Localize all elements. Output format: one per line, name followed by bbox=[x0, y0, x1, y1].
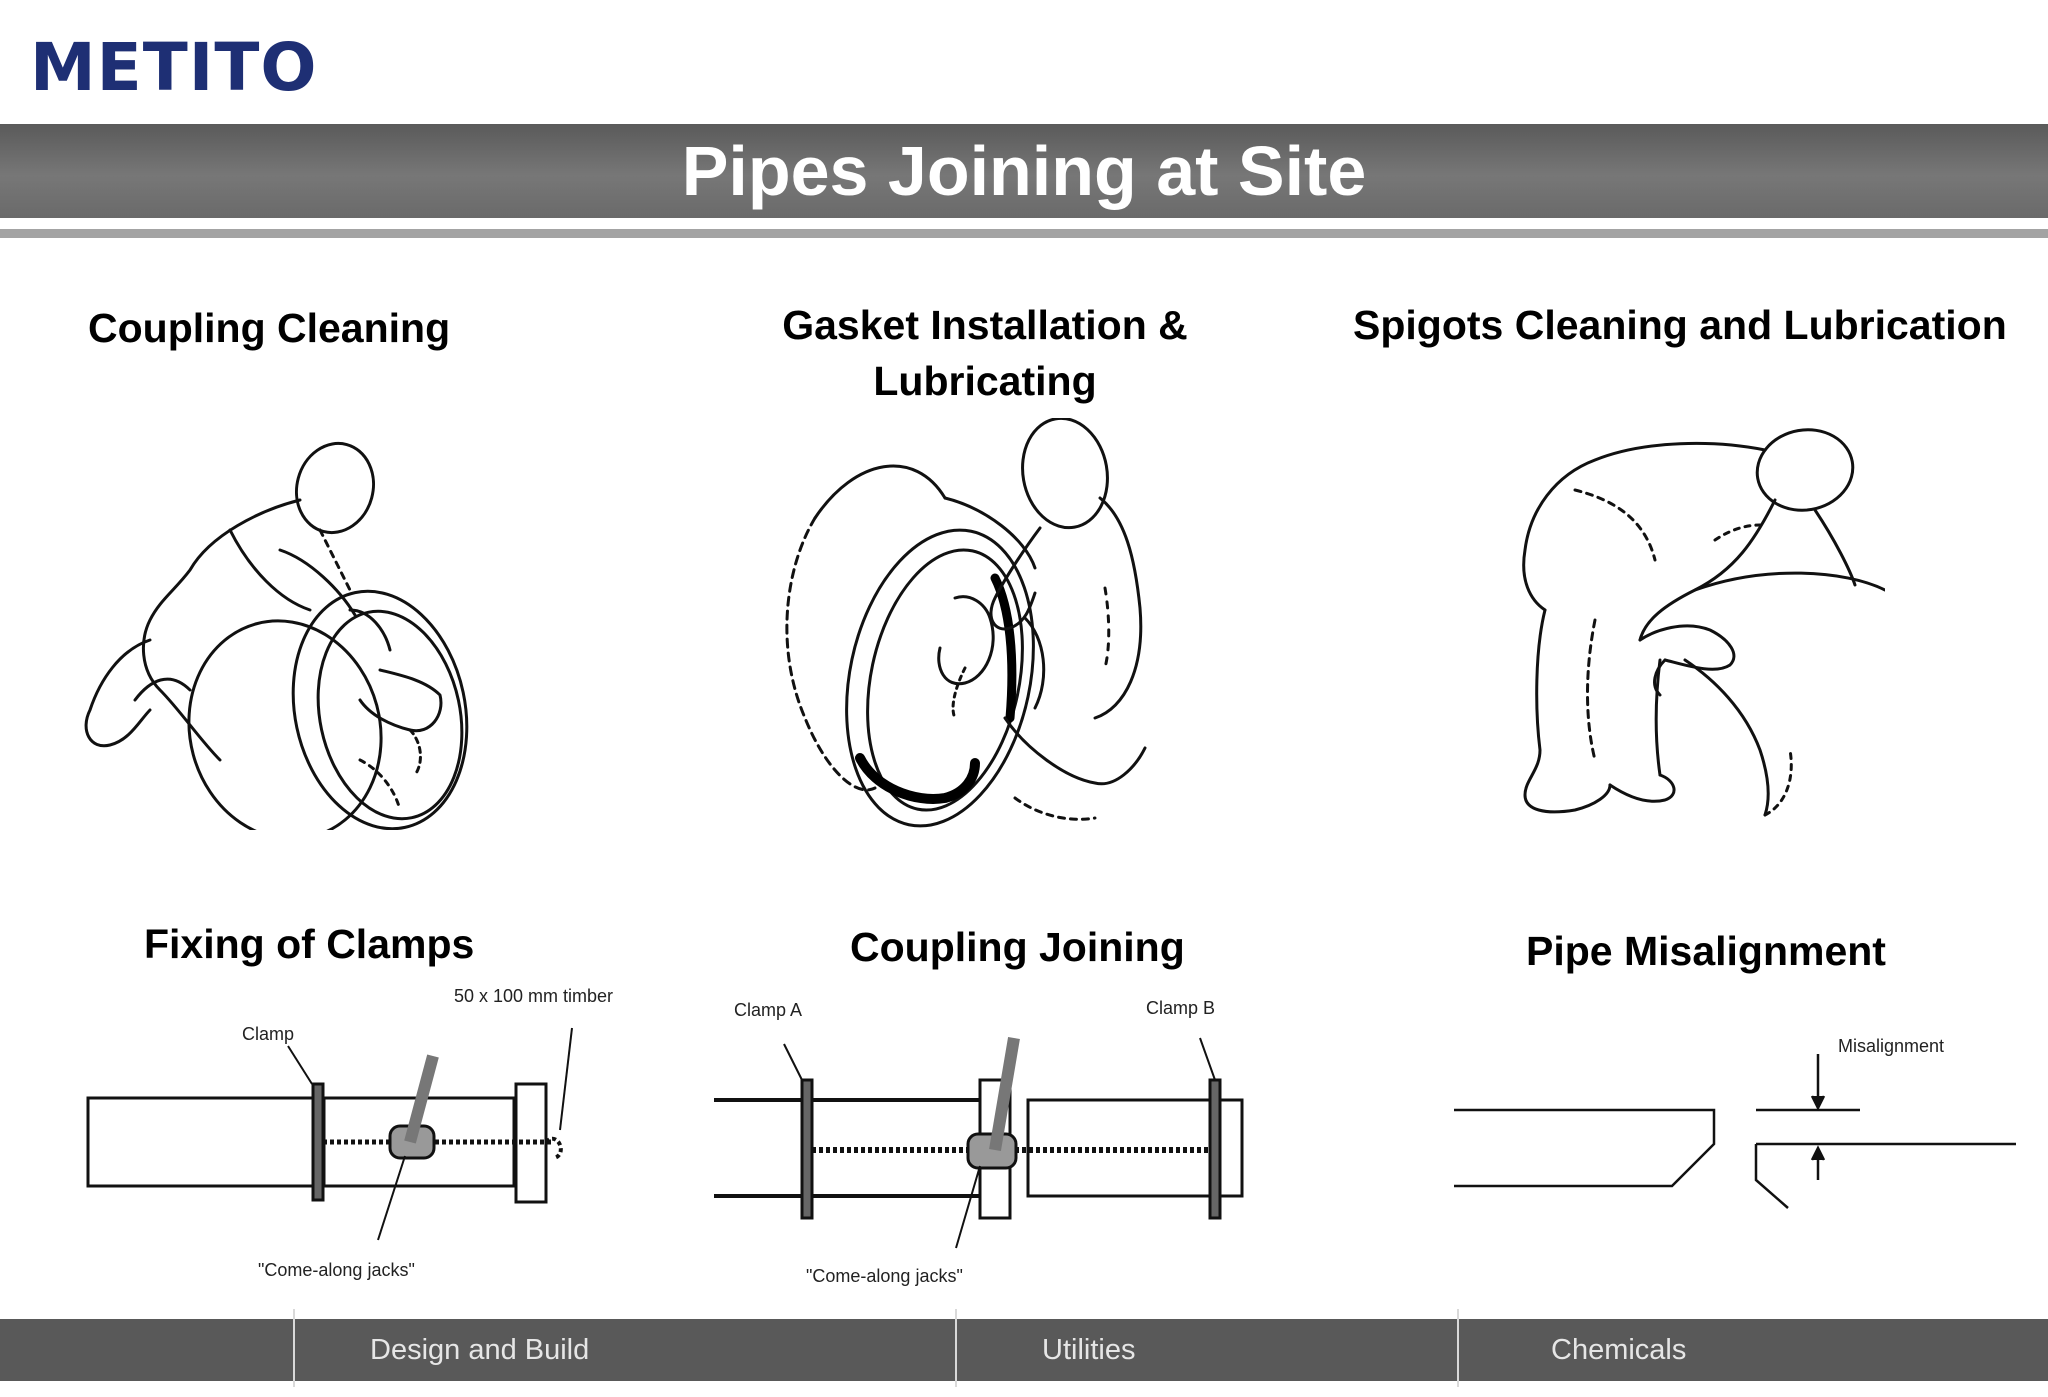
clamp-label: Clamp bbox=[242, 1024, 294, 1044]
footer-divider bbox=[293, 1309, 295, 1387]
footer-divider bbox=[955, 1309, 957, 1387]
heading-fixing-clamps: Fixing of Clamps bbox=[144, 921, 475, 967]
right-pipe bbox=[1026, 1098, 1244, 1198]
come-along-label-2: "Come-along jacks" bbox=[806, 1266, 963, 1286]
footer-bar: Design and Build Utilities Chemicals bbox=[0, 1309, 2048, 1387]
spigots-cleaning-illustration bbox=[1515, 420, 1885, 820]
heading-coupling-cleaning: Coupling Cleaning bbox=[88, 305, 451, 351]
misalignment-label: Misalignment bbox=[1838, 1036, 1944, 1056]
footer-item-chemicals: Chemicals bbox=[1551, 1334, 1687, 1366]
heading-gasket: Gasket Installation & Lubricating bbox=[700, 297, 1270, 409]
page-title: Pipes Joining at Site bbox=[681, 132, 1367, 210]
footer-item-utilities: Utilities bbox=[1042, 1334, 1136, 1366]
clamp bbox=[311, 1082, 325, 1202]
gasket-installation-illustration bbox=[765, 418, 1165, 828]
title-bar: Pipes Joining at Site bbox=[0, 124, 2048, 218]
heading-gasket-line2: Lubricating bbox=[873, 358, 1097, 404]
footer-divider bbox=[1457, 1309, 1459, 1387]
coupling-cleaning-illustration bbox=[80, 440, 490, 830]
metito-logo: METITO bbox=[30, 29, 318, 106]
heading-coupling-joining: Coupling Joining bbox=[850, 924, 1185, 970]
heading-spigots: Spigots Cleaning and Lubrication bbox=[1353, 302, 2007, 348]
fixing-clamps-diagram: 50 x 100 mm timber Clamp "Come-along jac… bbox=[80, 980, 620, 1290]
left-pipe bbox=[86, 1096, 326, 1188]
clamp-b-label: Clamp B bbox=[1146, 998, 1215, 1018]
coupling-joining-diagram: Clamp A Clamp B "Come-along jacks" bbox=[710, 986, 1250, 1296]
clamp-b bbox=[1208, 1078, 1222, 1220]
pipe-misalignment-diagram: Misalignment bbox=[1450, 1030, 2020, 1220]
heading-pipe-misalignment: Pipe Misalignment bbox=[1526, 928, 1886, 974]
clamp-a-label: Clamp A bbox=[734, 1000, 802, 1020]
timber-label: 50 x 100 mm timber bbox=[454, 986, 613, 1006]
title-underline bbox=[0, 229, 2048, 238]
come-along-label-1: "Come-along jacks" bbox=[258, 1260, 415, 1280]
clamp-a bbox=[800, 1078, 814, 1220]
footer-item-design-build: Design and Build bbox=[370, 1334, 590, 1366]
heading-gasket-line1: Gasket Installation & bbox=[782, 302, 1188, 348]
